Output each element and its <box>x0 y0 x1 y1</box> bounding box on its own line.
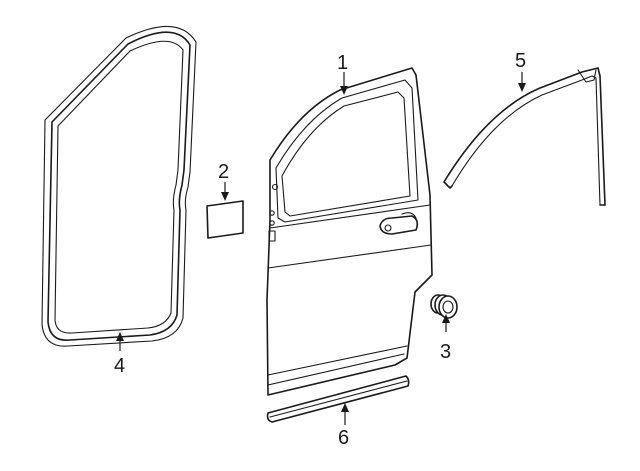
leader-1 <box>340 72 348 95</box>
label-pad-part <box>206 200 244 239</box>
leader-2 <box>221 182 229 201</box>
leader-4 <box>116 332 124 351</box>
leader-6 <box>341 403 349 425</box>
callout-2: 2 <box>218 161 229 183</box>
rocker-molding-part <box>266 375 410 423</box>
plug-grommet-part <box>430 294 458 319</box>
leader-3 <box>442 314 450 332</box>
callout-5: 5 <box>515 50 526 72</box>
callout-4: 4 <box>114 355 125 377</box>
weatherstrip-seal-part <box>41 25 197 347</box>
door-frame-molding-part <box>443 67 606 206</box>
leader-5 <box>518 72 526 92</box>
callout-6: 6 <box>338 427 349 449</box>
front-door-shell-part <box>266 67 433 396</box>
callout-3: 3 <box>440 341 451 363</box>
callout-1: 1 <box>337 52 348 74</box>
